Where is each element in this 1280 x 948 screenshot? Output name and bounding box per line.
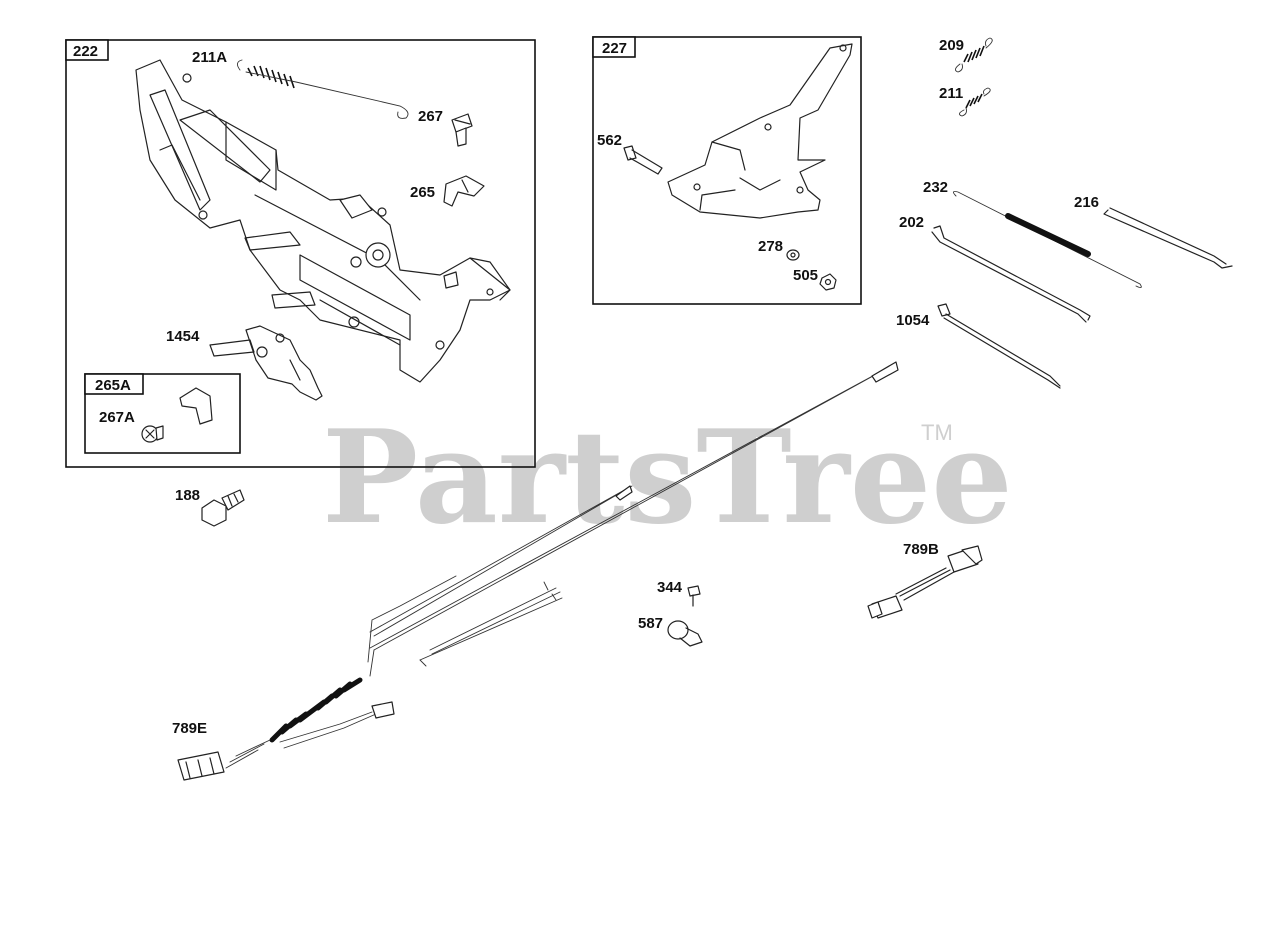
- box-222: 222: [65, 39, 536, 468]
- callout-216: 216: [1074, 194, 1099, 211]
- box-label-227: 227: [602, 40, 627, 57]
- callout-562: 562: [597, 132, 622, 149]
- box-label-222: 222: [73, 43, 98, 60]
- box-227: 227: [592, 36, 862, 305]
- watermark: PartsTree: [322, 403, 1013, 553]
- solenoid-1454: [209, 325, 323, 401]
- callout-278: 278: [758, 238, 783, 255]
- callout-1054: 1054: [896, 312, 930, 329]
- governor-bracket: [135, 59, 511, 383]
- rod-232: [953, 191, 1142, 289]
- callout-789e: 789E: [172, 720, 207, 737]
- callout-505: 505: [793, 267, 818, 284]
- callout-344: 344: [657, 579, 683, 596]
- harness-789e: [177, 361, 899, 781]
- watermark-trademark: TM: [921, 420, 953, 445]
- callout-265: 265: [410, 184, 435, 201]
- clip-265a: [179, 387, 213, 425]
- spring-211: [959, 87, 991, 117]
- box-265a: 265A: [84, 373, 241, 454]
- clamp-587: [667, 620, 703, 647]
- callout-1454: 1454: [166, 328, 200, 345]
- screw-267a: [141, 425, 164, 443]
- bolt-344: [687, 585, 701, 607]
- callout-209: 209: [939, 37, 964, 54]
- callout-202: 202: [899, 214, 924, 231]
- pin-562: [623, 145, 663, 175]
- nut-505: [819, 273, 837, 291]
- spring-211a: [237, 59, 409, 119]
- bolt-188: [201, 489, 245, 527]
- control-lever-227: [667, 43, 853, 219]
- callout-232: 232: [923, 179, 948, 196]
- harness-789b: [867, 545, 983, 619]
- callout-267a: 267A: [99, 409, 135, 426]
- callout-587: 587: [638, 615, 663, 632]
- spring-209: [955, 37, 993, 73]
- washer-278: [786, 249, 800, 261]
- callout-789b: 789B: [903, 541, 939, 558]
- rod-216: [1103, 207, 1233, 269]
- screw-267: [451, 113, 473, 147]
- cable-tie-1054: [937, 303, 1061, 389]
- clip-265: [443, 175, 485, 207]
- callout-211: 211: [939, 85, 963, 102]
- callout-188: 188: [175, 487, 200, 504]
- box-label-265a: 265A: [95, 377, 131, 394]
- rod-202: [931, 225, 1091, 323]
- callout-267: 267: [418, 108, 443, 125]
- callout-211a: 211A: [192, 49, 227, 66]
